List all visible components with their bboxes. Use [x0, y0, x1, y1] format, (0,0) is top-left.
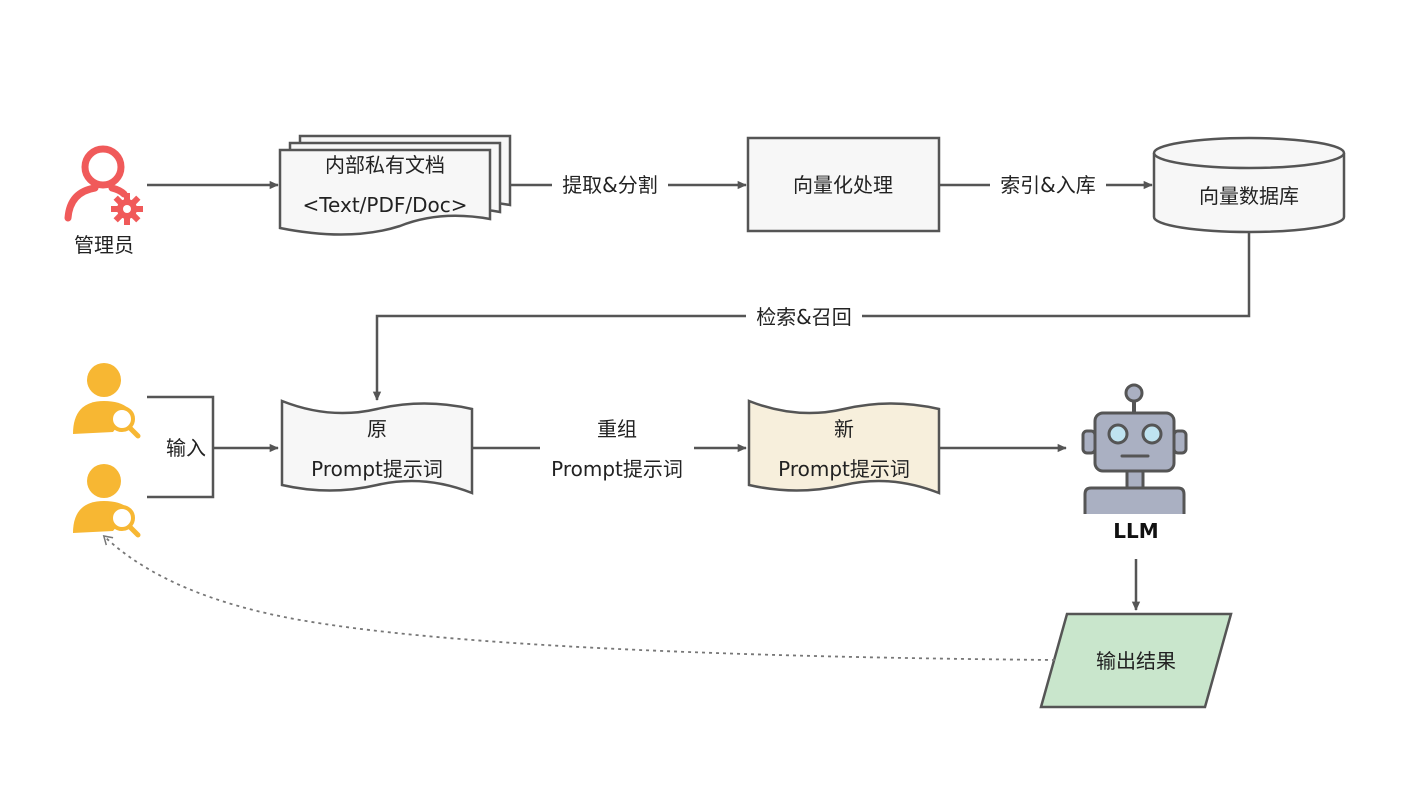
- private-docs-title: 内部私有文档: [325, 153, 445, 177]
- admin-gear-icon: [64, 145, 143, 225]
- edge-label-index-store: 索引&入库: [1000, 173, 1096, 197]
- edge-output-to-users: [102, 535, 1056, 661]
- vector-db-node: 向量数据库: [1152, 136, 1346, 234]
- users-node: [73, 363, 141, 538]
- vectorize-label: 向量化处理: [793, 173, 893, 197]
- user-search-icon: [73, 464, 141, 538]
- edge-label-extract-split: 提取&分割: [562, 173, 658, 197]
- vector-db-label: 向量数据库: [1199, 184, 1299, 208]
- llm-label: LLM: [1113, 519, 1158, 543]
- user-search-icon: [73, 363, 141, 439]
- llm-node: LLM: [1081, 383, 1188, 543]
- vectorize-node: 向量化处理: [746, 136, 941, 233]
- robot-icon: [1081, 383, 1188, 514]
- new-prompt-node: 新 Prompt提示词: [747, 399, 941, 495]
- original-prompt-line1: 原: [367, 417, 387, 441]
- edge-label-recombine-prompt: Prompt提示词: [551, 457, 683, 481]
- edge-label-retrieve-recall: 检索&召回: [756, 305, 852, 329]
- new-prompt-line2: Prompt提示词: [778, 457, 910, 481]
- output-node: 输出结果: [1039, 612, 1233, 709]
- original-prompt-line2: Prompt提示词: [311, 457, 443, 481]
- new-prompt-line1: 新: [834, 417, 854, 441]
- edge-label-recombine: 重组: [597, 417, 637, 441]
- private-docs-node: 内部私有文档 <Text/PDF/Doc>: [278, 134, 512, 236]
- output-label: 输出结果: [1096, 649, 1176, 673]
- admin-label: 管理员: [74, 233, 134, 257]
- admin-node: 管理员: [64, 145, 143, 257]
- private-docs-formats: <Text/PDF/Doc>: [302, 193, 467, 217]
- original-prompt-node: 原 Prompt提示词: [280, 399, 474, 495]
- edge-label-input: 输入: [166, 436, 206, 460]
